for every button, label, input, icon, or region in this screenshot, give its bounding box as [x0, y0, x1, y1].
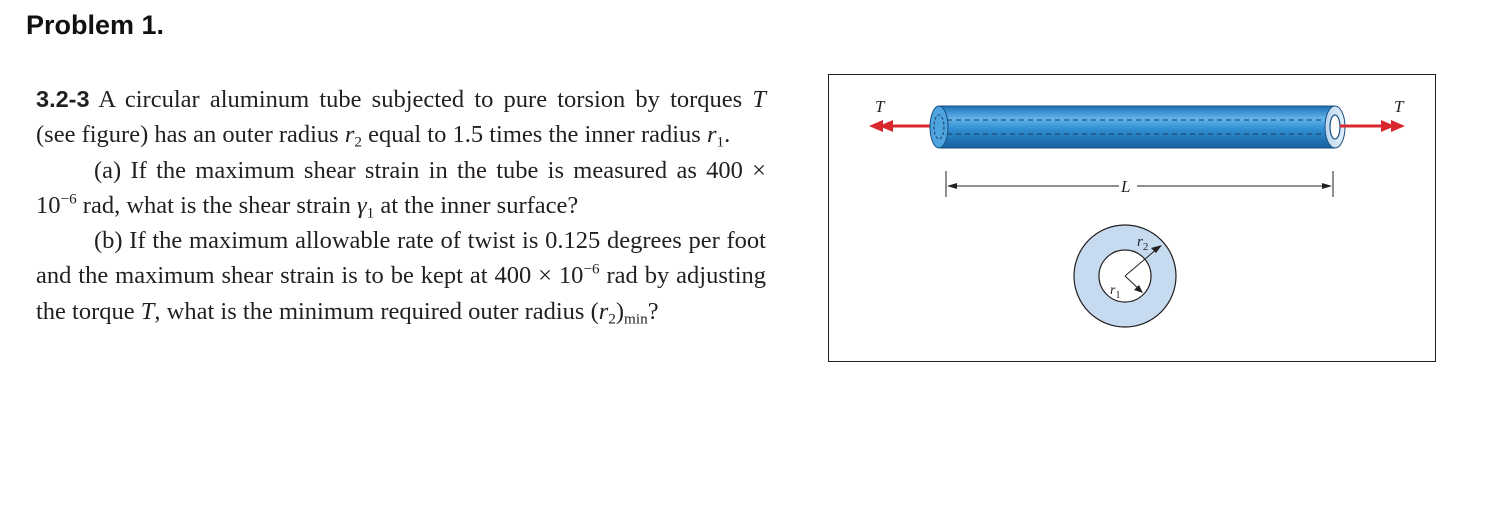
outer-radius-label: r2 — [1137, 234, 1148, 253]
circular-tube — [929, 105, 1346, 149]
tube-figure: T T L r2 r1 — [828, 74, 1436, 362]
length-label: L — [1120, 177, 1130, 196]
inner-radius-label: r1 — [1110, 283, 1120, 301]
problem-number: 3.2-3 — [36, 86, 90, 112]
problem-part-a: (a) If the maximum shear strain in the t… — [36, 156, 766, 222]
problem-heading: Problem 1. — [26, 10, 165, 40]
problem-statement: 3.2-3 A circular aluminum tube subjected… — [36, 82, 766, 329]
problem-part-b: (b) If the maximum allowable rate of twi… — [36, 227, 766, 328]
tube-diagram: T T L r2 r1 — [869, 97, 1405, 328]
problem-intro: 3.2-3 A circular aluminum tube subjected… — [36, 86, 766, 151]
torque-label-right: T — [1394, 97, 1405, 116]
torque-label-left: T — [875, 97, 886, 116]
right-torque-arrow — [1340, 120, 1405, 132]
length-dimension — [945, 171, 1334, 197]
tube-cross-section — [1073, 224, 1177, 328]
